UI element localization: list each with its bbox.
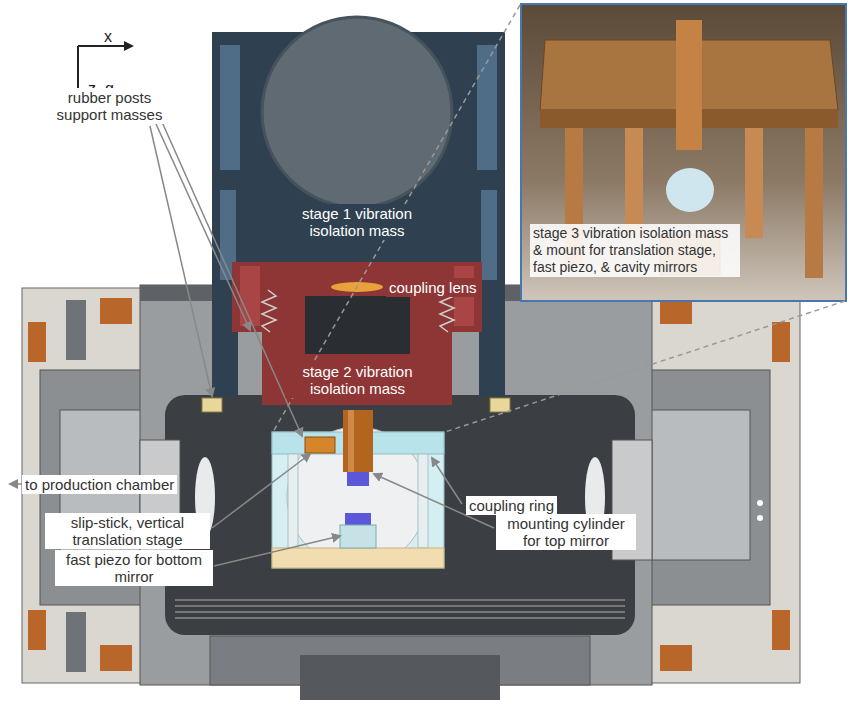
stage-1-mass-part: [481, 190, 497, 280]
part-label: slip-stick, vertical translation stage: [45, 513, 210, 549]
left-flange-assembly-part: [28, 610, 46, 650]
zoom-lines: [273, 5, 845, 432]
vacuum-chamber-part: [490, 398, 510, 412]
leader-lines-part: [212, 454, 310, 528]
stage-2-mass-part: [262, 290, 276, 332]
right-flange-assembly-part: [757, 500, 763, 506]
right-flange-assembly-part: [757, 515, 763, 521]
part-label: fast piezo for bottom mirror: [55, 550, 213, 586]
stage-3-assembly-part: [305, 437, 335, 453]
axes-part: [78, 45, 132, 47]
leader-lines-part: [162, 122, 302, 436]
right-flange-assembly-part: [650, 370, 770, 605]
part-label: stage 2 vibration isolation mass: [285, 362, 430, 398]
right-flange-assembly-part: [660, 645, 692, 671]
inset-photo-part: [805, 128, 823, 278]
part-label: to production chamber: [22, 475, 177, 494]
stage-1-mass-part: [220, 45, 240, 170]
inset-photo-part: [521, 4, 846, 301]
inset-photo: [521, 4, 846, 301]
vacuum-chamber-part: [300, 655, 500, 700]
vacuum-chamber: [140, 285, 652, 700]
stage-3-assembly-part: [343, 410, 373, 472]
inset-caption: stage 3 vibration isolation mass & mount…: [530, 224, 740, 277]
vacuum-chamber-part-part: [175, 611, 625, 613]
left-flange-assembly-part: [28, 322, 46, 362]
zoom-lines-part: [273, 5, 520, 432]
right-flange-assembly: [650, 288, 800, 683]
leader-lines: [10, 122, 494, 566]
right-flange-assembly-part: [650, 288, 800, 683]
stage-2-mass-part: [305, 296, 410, 354]
left-flange-assembly-part: [66, 612, 86, 672]
left-flange-assembly-part: [66, 300, 86, 360]
vacuum-chamber-part: [175, 600, 625, 618]
left-flange-assembly-part: [100, 298, 132, 324]
axis-label: x: [104, 28, 112, 45]
left-flange-assembly-part: [100, 645, 132, 671]
leader-lines-part: [432, 458, 462, 504]
inset-photo-part: [666, 168, 714, 212]
right-flange-assembly-part: [650, 410, 750, 560]
vacuum-chamber-part: [202, 398, 222, 412]
vacuum-chamber-part-part: [175, 599, 625, 601]
stage-3-assembly-part: [272, 548, 444, 568]
stage-2-mass-part: [240, 266, 260, 326]
inset-photo-part: [625, 128, 643, 238]
stage-3-assembly-part: [348, 410, 354, 472]
stage-3-assembly-part: [345, 513, 371, 525]
stage-1-mass: [212, 17, 505, 397]
inset-photo-part: [745, 128, 763, 238]
stage-1-mass-part: [262, 17, 452, 207]
vacuum-chamber-part: [140, 285, 652, 685]
leader-lines-part: [156, 124, 250, 330]
stage-3-assembly-part: [288, 454, 298, 548]
leader-lines-part: [150, 126, 212, 396]
inset-frame: [521, 4, 846, 301]
leader-lines-part: [214, 536, 340, 566]
vacuum-chamber-part-part: [175, 617, 625, 619]
part-label: stage 1 vibration isolation mass: [282, 204, 432, 240]
vacuum-chamber-part: [165, 395, 635, 635]
zoom-lines-part: [445, 301, 845, 432]
stage-3-assembly: [272, 410, 444, 568]
stage-2-mass: [232, 262, 482, 405]
stage-1-mass-part: [479, 297, 505, 397]
part-label: mounting cylinder for top mirror: [496, 514, 636, 550]
inset-photo-part: [676, 20, 702, 150]
part-label: coupling ring: [466, 496, 557, 515]
stage-3-assembly-part: [347, 472, 369, 486]
stage-1-mass-part: [477, 45, 497, 170]
right-flange-assembly-part: [772, 322, 790, 362]
vacuum-chamber-part-part: [175, 605, 625, 607]
part-label: coupling lens: [386, 278, 480, 297]
part-label: rubber posts support masses: [42, 88, 177, 124]
stage-3-assembly-part: [418, 454, 428, 548]
stage-3-assembly-part: [340, 525, 376, 548]
right-flange-assembly-part: [772, 610, 790, 650]
